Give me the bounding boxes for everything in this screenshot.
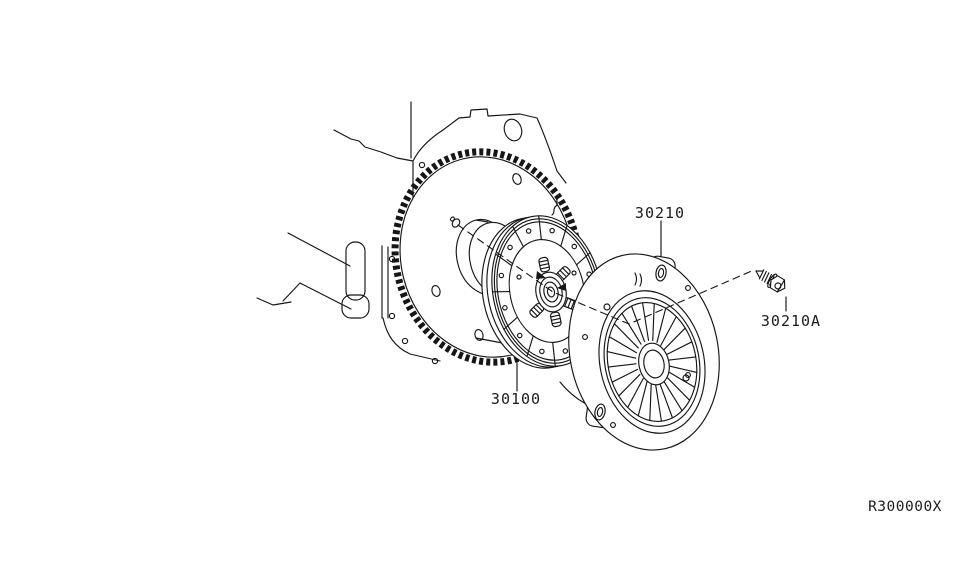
assembly-arrow [557, 283, 566, 291]
diagram-reference-code: R300000X [868, 499, 942, 515]
callout-30210[interactable]: 30210 [635, 204, 685, 257]
diaphragm-fingers [606, 302, 698, 422]
break-squiggle [551, 197, 559, 216]
engine-block-outline [256, 101, 567, 362]
engine-block-drawing [256, 101, 567, 365]
clutch-cover-drawing [568, 253, 720, 451]
part-label-30100[interactable]: 30100 [491, 390, 541, 408]
pressure-ring [598, 290, 706, 434]
assembly-arrow [536, 271, 546, 279]
engine-mount-bracket [345, 241, 366, 301]
callout-30210A[interactable]: 30210A [761, 296, 821, 330]
callout-30100[interactable]: 30100 [491, 360, 541, 408]
bolt-drawing [755, 269, 786, 293]
part-label-30210A[interactable]: 30210A [761, 312, 821, 330]
assembly-axis-dashed-line [457, 224, 755, 325]
clutch-disc-drawing [481, 215, 603, 369]
part-label-30210[interactable]: 30210 [635, 204, 685, 222]
block-flange-hole [503, 118, 523, 142]
engine-mount-foot [341, 294, 370, 319]
